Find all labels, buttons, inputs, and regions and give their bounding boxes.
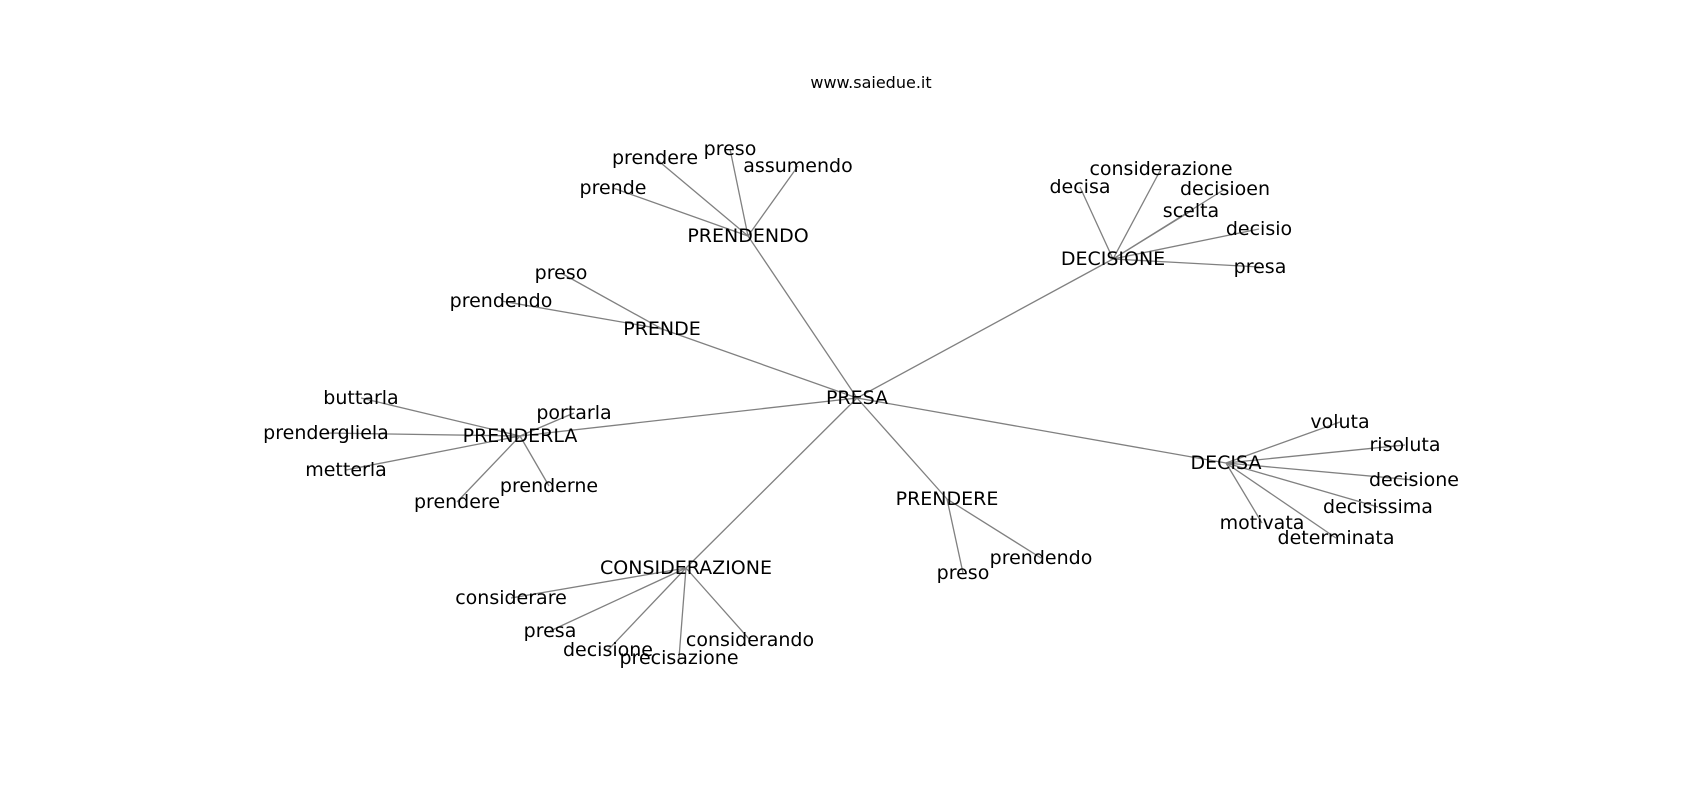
edge-decisa-child-5 [1225, 462, 1337, 539]
node-prenderla-child-3: metterla [305, 459, 387, 481]
node-considerazione-child-1: presa [524, 620, 577, 642]
node-prenderla-child-5: prendere [414, 491, 500, 513]
node-group-prendere: PRENDERE [896, 488, 999, 510]
node-prendendo-child-0: prendere [612, 147, 698, 169]
edge-prenderla-child-2 [325, 432, 521, 437]
node-prende-child-1: prendendo [450, 290, 553, 312]
edge-prenderla-child-3 [345, 435, 521, 471]
node-prendendo-child-3: prende [580, 177, 647, 199]
edge-decisione-child-5 [1112, 258, 1261, 268]
edge-root-prende [661, 328, 858, 399]
edge-root-decisa [856, 397, 1227, 464]
node-decisa-child-1: risoluta [1369, 434, 1440, 456]
node-decisione-child-0: considerazione [1089, 158, 1232, 180]
node-decisa-child-3: decisissima [1323, 496, 1433, 518]
edge-decisa-child-1 [1225, 444, 1406, 464]
node-decisione-child-3: scelta [1163, 200, 1219, 222]
edge-decisione-child-3 [1112, 210, 1192, 260]
edge-prenderla-child-5 [456, 435, 521, 503]
node-group-decisa: DECISA [1191, 452, 1262, 474]
edge-root-considerazione [685, 397, 858, 569]
edge-considerazione-child-0 [510, 567, 687, 599]
edge-decisa-child-0 [1225, 421, 1341, 464]
node-prendendo-child-1: preso [704, 138, 757, 160]
edge-prenderla-child-1 [519, 412, 575, 437]
edge-prendendo-child-3 [612, 187, 749, 237]
node-decisione-child-1: decisa [1049, 176, 1110, 198]
edge-prende-child-1 [500, 300, 663, 330]
edge-root-prendendo [747, 235, 858, 399]
node-group-prenderla: PRENDERLA [463, 425, 578, 447]
edge-prendere-child-1 [946, 498, 964, 574]
node-group-prendendo: PRENDENDO [687, 225, 808, 247]
node-decisione-child-2: decisioen [1180, 178, 1270, 200]
edge-decisione-child-4 [1112, 228, 1260, 260]
edge-prende-child-0 [560, 272, 663, 330]
edge-considerazione-child-3 [678, 567, 687, 659]
node-prendere-child-1: preso [937, 562, 990, 584]
node-root: PRESA [826, 387, 888, 409]
node-considerazione-child-0: considerare [455, 587, 567, 609]
node-considerazione-child-4: considerando [686, 629, 814, 651]
site-title: www.saiedue.it [810, 73, 931, 92]
edge-considerazione-child-2 [607, 567, 687, 651]
edge-root-decisione [856, 258, 1114, 399]
node-decisa-child-0: voluta [1310, 411, 1369, 433]
edge-root-prenderla [519, 397, 858, 437]
edges-layer [325, 148, 1415, 659]
node-considerazione-child-3: precisazione [619, 647, 738, 669]
node-decisa-child-4: motivata [1220, 512, 1305, 534]
node-prende-child-0: preso [535, 262, 588, 284]
edge-decisa-child-2 [1225, 462, 1415, 481]
edge-decisione-child-1 [1079, 186, 1114, 260]
edge-root-prendere [856, 397, 948, 500]
node-group-considerazione: CONSIDERAZIONE [600, 557, 772, 579]
edge-decisa-child-4 [1225, 462, 1263, 524]
node-prendere-child-0: prendendo [990, 547, 1093, 569]
node-considerazione-child-2: decisione [563, 639, 653, 661]
edge-prendendo-child-2 [747, 165, 799, 237]
edge-prenderla-child-0 [360, 397, 521, 437]
edge-considerazione-child-4 [685, 567, 751, 641]
node-group-prende: PRENDE [623, 318, 701, 340]
node-prendendo-child-2: assumendo [743, 155, 852, 177]
edge-decisa-child-3 [1225, 462, 1379, 508]
node-decisione-child-4: decisio [1226, 218, 1292, 240]
edge-prenderla-child-4 [519, 435, 550, 487]
edge-prendendo-child-0 [654, 157, 749, 237]
edge-prendendo-child-1 [729, 148, 749, 237]
node-group-decisione: DECISIONE [1061, 248, 1165, 270]
edge-decisione-child-0 [1112, 168, 1162, 260]
node-prenderla-child-0: buttarla [323, 387, 398, 409]
node-prenderla-child-4: prenderne [500, 475, 598, 497]
node-prenderla-child-1: portarla [536, 402, 611, 424]
node-decisa-child-5: determinata [1278, 527, 1395, 549]
node-prenderla-child-2: prendergliela [263, 422, 389, 444]
edge-prendere-child-0 [946, 498, 1042, 559]
node-decisa-child-2: decisione [1369, 469, 1459, 491]
edge-considerazione-child-1 [549, 567, 687, 632]
node-decisione-child-5: presa [1234, 256, 1287, 278]
